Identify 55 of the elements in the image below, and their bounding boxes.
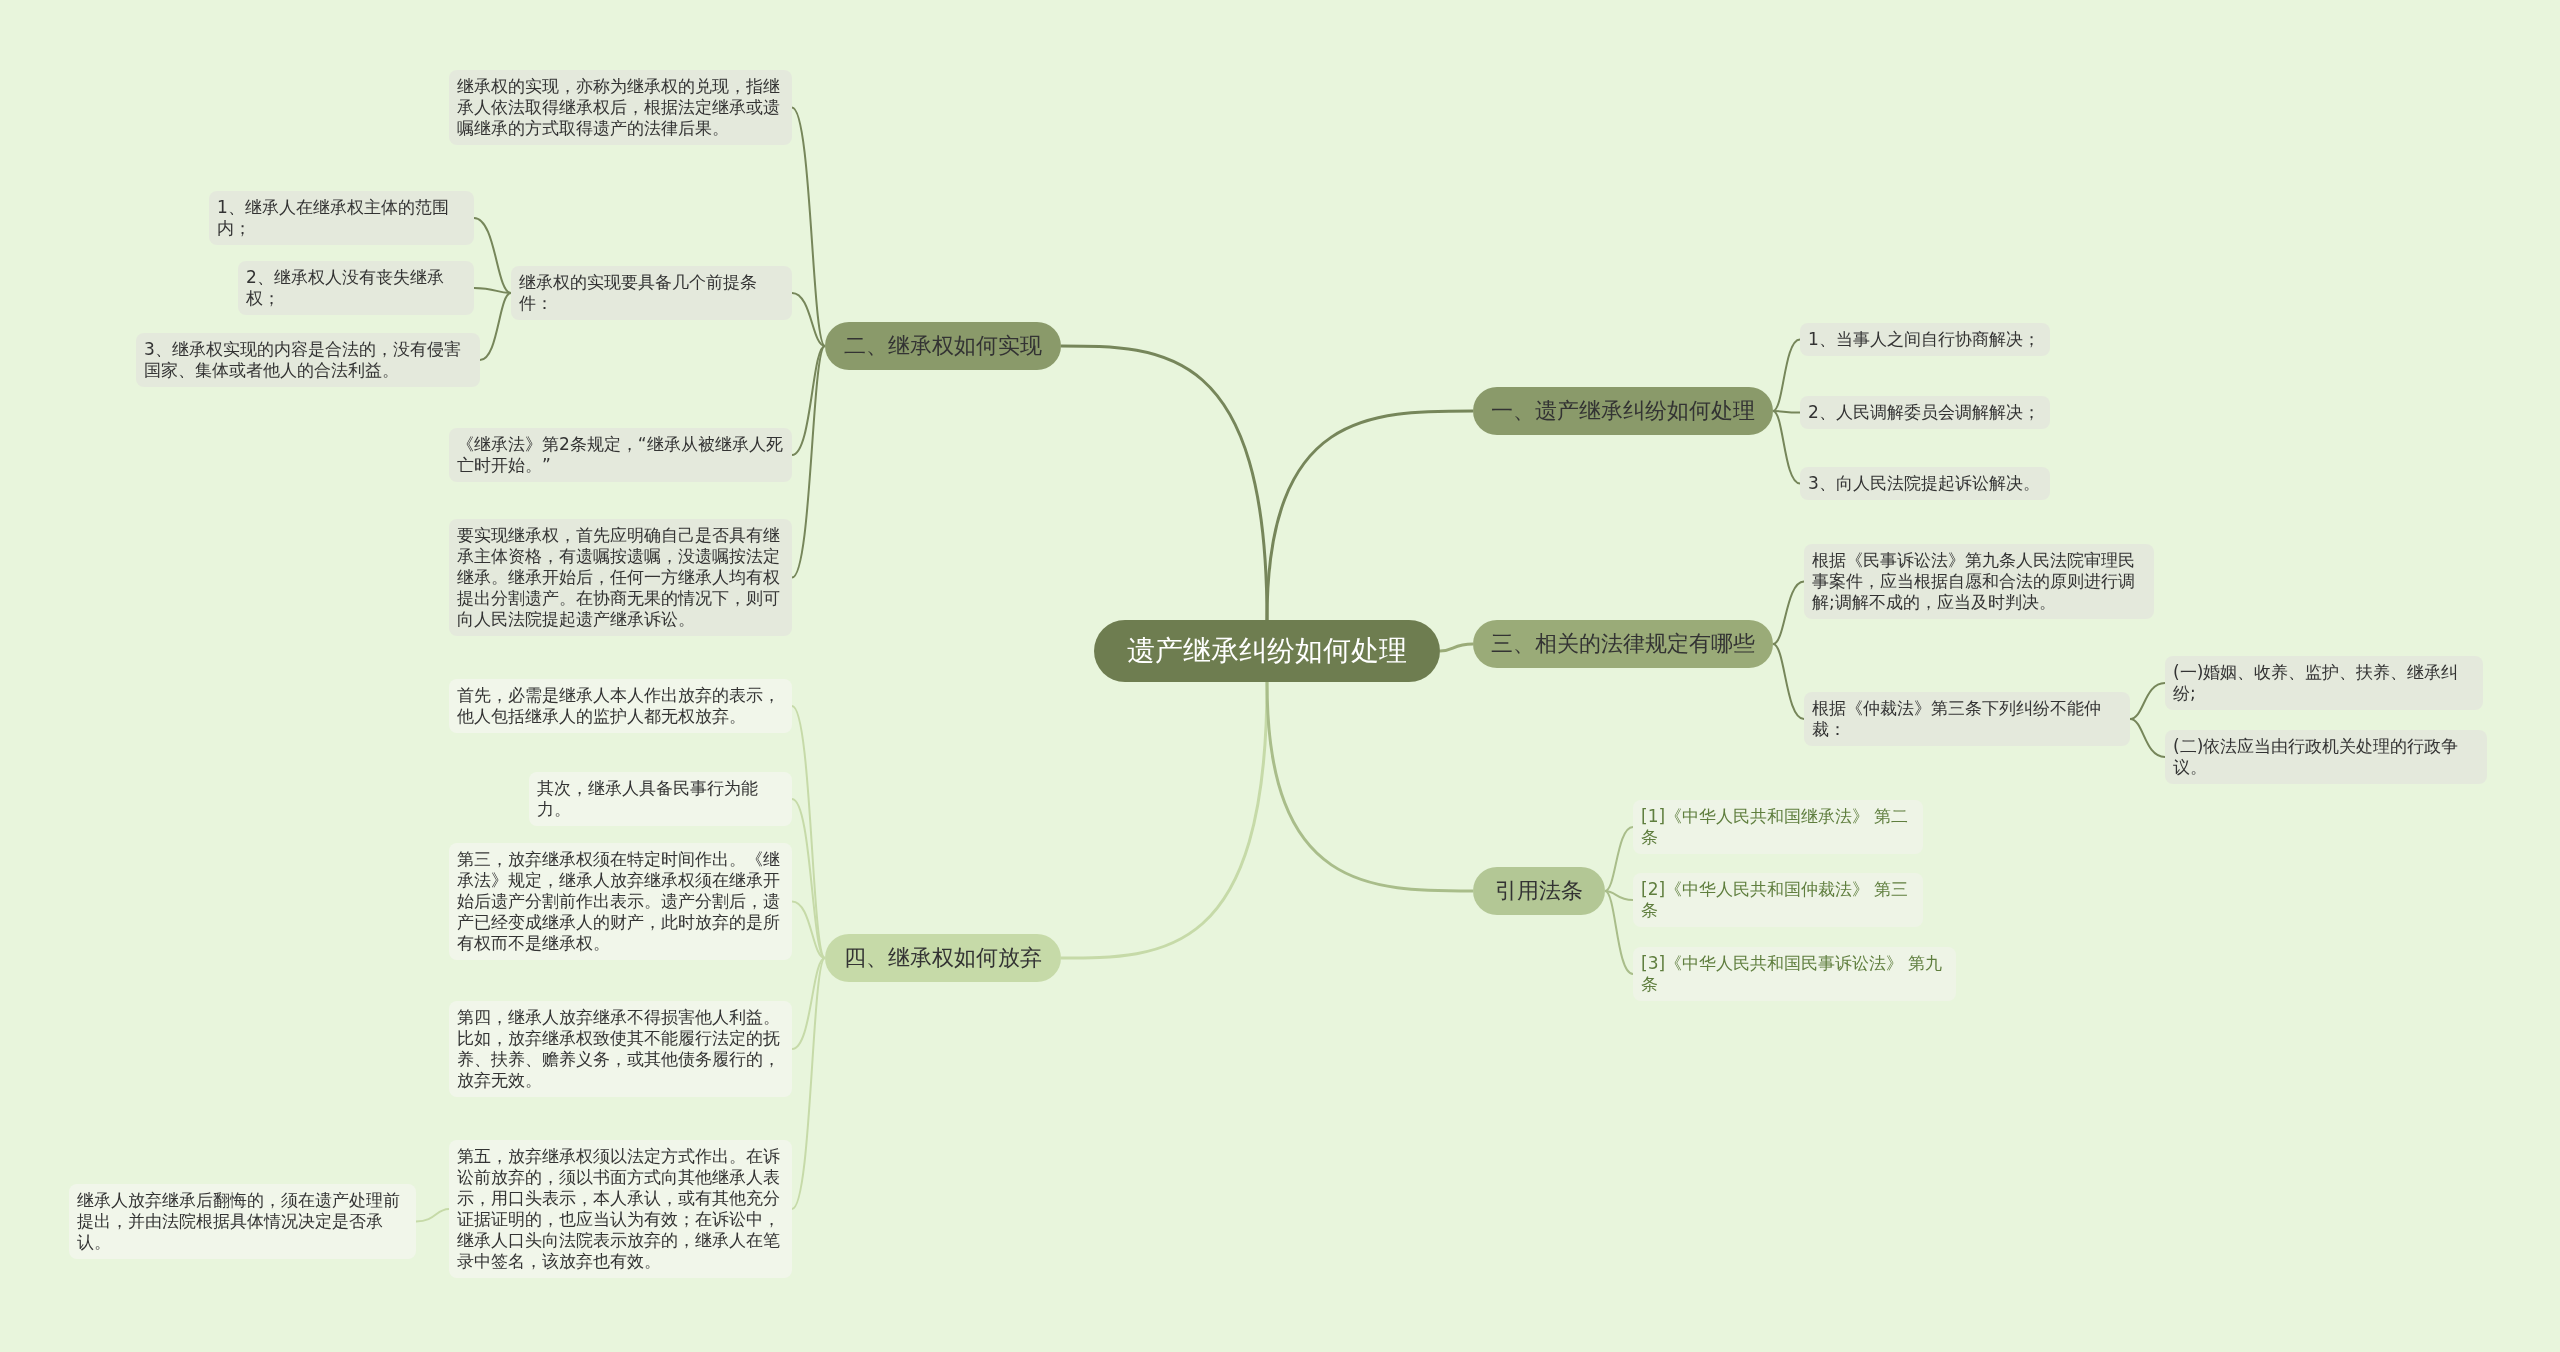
subtopic-box: 第四，继承人放弃继承不得损害他人利益。比如，放弃继承权致使其不能履行法定的抚养、扶养、赡养义务，或其他债务履行的，放弃无效。: [449, 1001, 792, 1097]
subtopic-box: 第三，放弃继承权须在特定时间作出。《继承法》规定，继承人放弃继承权须在继承开始后遗产分割前作出表示。遗产分割后，遗产已经变成继承人的财产，此时放弃的是所有权而不是继承权。: [449, 843, 792, 960]
branch-topic: 二、继承权如何实现: [825, 322, 1061, 370]
connector-line: [791, 957, 826, 1210]
connector-line: [1439, 642, 1474, 653]
subtopic-box: 第五，放弃继承权须以法定方式作出。在诉讼前放弃的，须以书面方式向其他继承人表示，用口头表示，本人承认，或有其他充分证据证明的，也应当认为有效；在诉讼中，继承人口头向法院表示放弃的，继承人在笔录中签名，该放弃也有效。: [449, 1140, 792, 1278]
subtopic-box: 3、向人民法院提起诉讼解决。: [1800, 467, 2050, 500]
connector-line: [791, 292, 826, 347]
subtopic-box: 继承权的实现要具备几个前提条件：: [511, 266, 792, 320]
connector-line: [1772, 643, 1805, 720]
subtopic-box: (一)婚姻、收养、监护、扶养、继承纠纷;: [2165, 656, 2483, 710]
branch-topic: 引用法条: [1473, 867, 1605, 915]
connector-line: [1772, 580, 1805, 645]
connector-line: [791, 705, 826, 959]
connector-line: [2129, 718, 2166, 758]
branch-topic: 四、继承权如何放弃: [825, 934, 1061, 982]
connector-line: [791, 957, 826, 1050]
connector-line: [1265, 409, 1473, 621]
connector-line: [1061, 344, 1269, 621]
connector-line: [791, 345, 826, 456]
central-topic: 遗产继承纠纷如何处理: [1094, 620, 1440, 682]
subtopic-box: 《继承法》第2条规定，“继承从被继承人死亡时开始。”: [449, 428, 792, 482]
subtopic-box: 继承人放弃继承后翻悔的，须在遗产处理前提出，并由法院根据具体情况决定是否承认。: [69, 1184, 416, 1259]
connector-line: [2129, 682, 2166, 720]
connector-line: [1772, 410, 1801, 485]
subtopic-box: 2、人民调解委员会调解解决；: [1800, 396, 2050, 429]
reference-item: [3]《中华人民共和国民事诉讼法》 第九条: [1633, 947, 1956, 1001]
subtopic-box: 根据《仲裁法》第三条下列纠纷不能仲裁：: [1804, 692, 2130, 746]
connector-line: [473, 217, 512, 294]
subtopic-box: 继承权的实现，亦称为继承权的兑现，指继承人依法取得继承权后，根据法定继承或遗嘱继承的方式取得遗产的法律后果。: [449, 70, 792, 145]
subtopic-box: 1、继承人在继承权主体的范围内；: [209, 191, 474, 245]
connector-line: [791, 345, 826, 579]
connector-line: [479, 292, 512, 361]
connector-line: [1772, 338, 1801, 412]
connector-line: [791, 106, 826, 347]
subtopic-box: 3、继承权实现的内容是合法的，没有侵害国家、集体或者他人的合法利益。: [136, 333, 480, 387]
subtopic-box: 要实现继承权，首先应明确自己是否具有继承主体资格，有遗嘱按遗嘱，没遗嘱按法定继承。继承开始后，任何一方继承人均有权提出分割遗产。在协商无果的情况下，则可向人民法院提起遗产继承诉讼。: [449, 519, 792, 636]
connector-line: [791, 900, 826, 959]
subtopic-box: 1、当事人之间自行协商解决；: [1800, 323, 2050, 356]
subtopic-box: (二)依法应当由行政机关处理的行政争议。: [2165, 730, 2487, 784]
branch-topic: 三、相关的法律规定有哪些: [1473, 620, 1773, 668]
connector-line: [415, 1208, 450, 1223]
connector-line: [1604, 890, 1634, 975]
connector-line: [1604, 890, 1634, 901]
reference-item: [2]《中华人民共和国仲裁法》 第三条: [1633, 873, 1923, 927]
connector-line: [1265, 681, 1473, 893]
connector-line: [1604, 826, 1634, 892]
connector-line: [1061, 681, 1269, 960]
subtopic-box: 其次，继承人具备民事行为能力。: [529, 772, 792, 826]
subtopic-box: 2、继承权人没有丧失继承权；: [238, 261, 474, 315]
subtopic-box: 首先，必需是继承人本人作出放弃的表示，他人包括继承人的监护人都无权放弃。: [449, 679, 792, 733]
subtopic-box: 根据《民事诉讼法》第九条人民法院审理民事案件，应当根据自愿和合法的原则进行调解;调解不成的，应当及时判决。: [1804, 544, 2154, 619]
branch-topic: 一、遗产继承纠纷如何处理: [1473, 387, 1773, 435]
reference-item: [1]《中华人民共和国继承法》 第二条: [1633, 800, 1923, 854]
connector-line: [1772, 410, 1801, 414]
